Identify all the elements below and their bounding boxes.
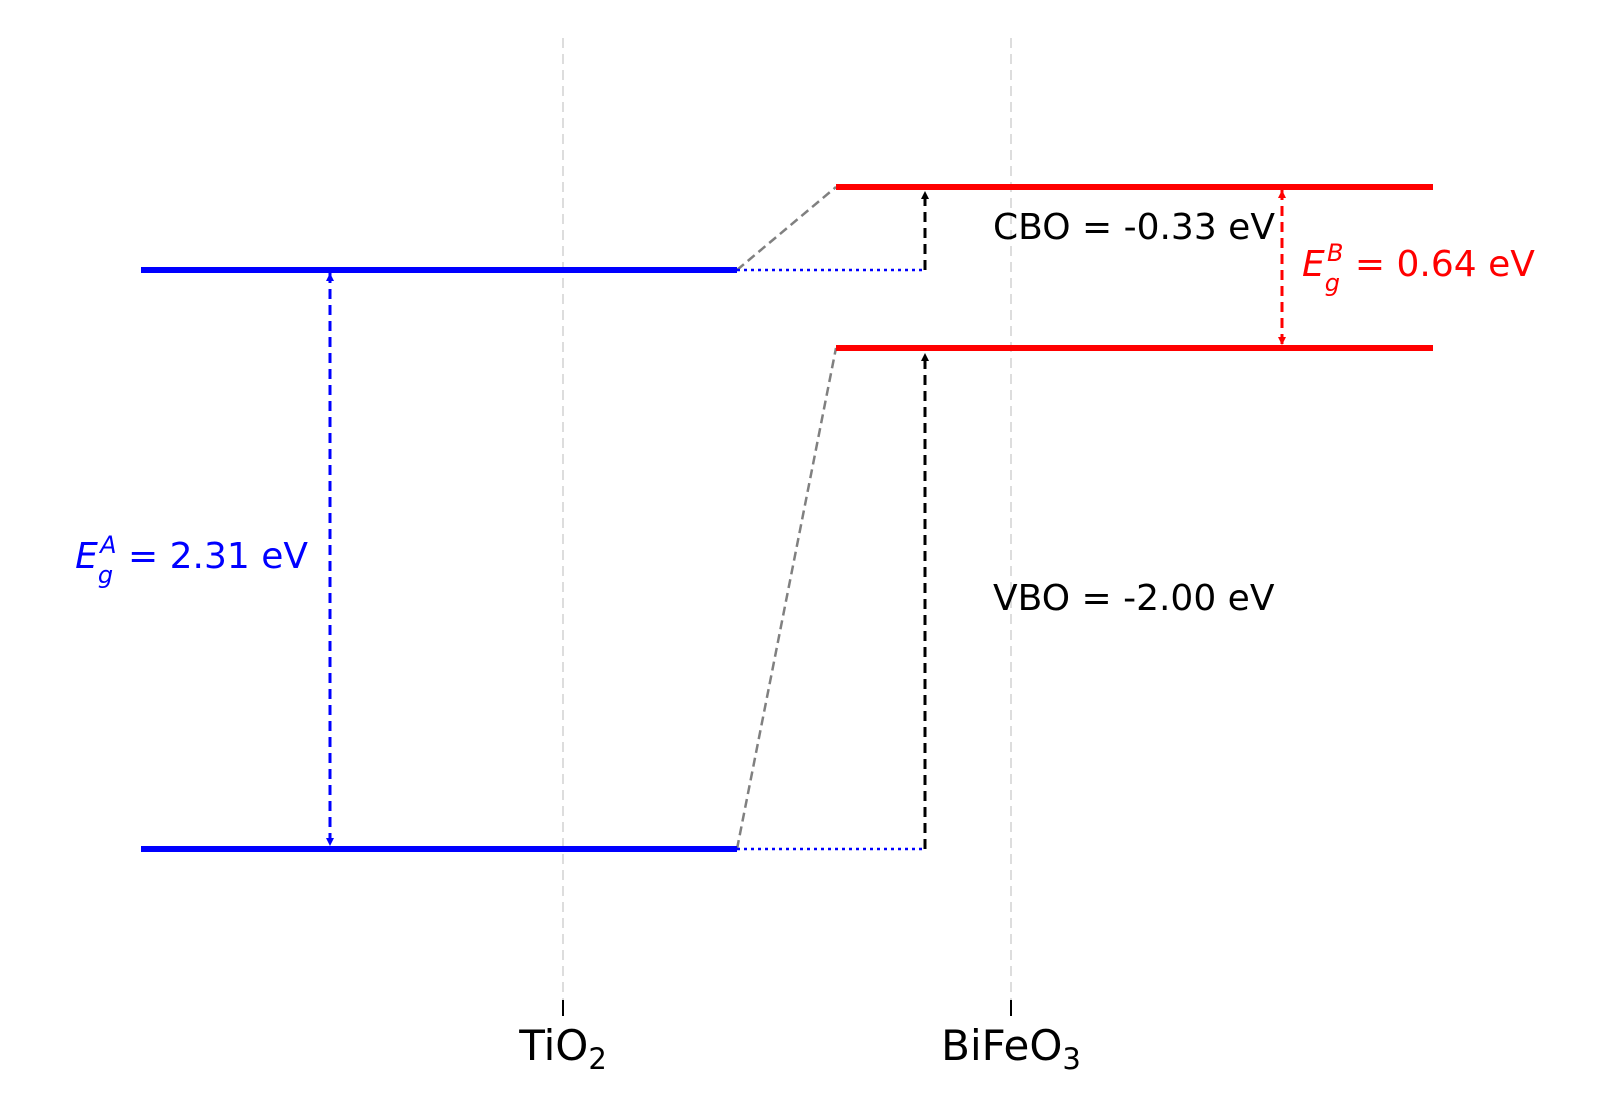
tick-label-tio2: TiO2: [518, 1021, 607, 1076]
band-gap-b-label: EgB = 0.64 eV: [1302, 239, 1535, 297]
cbo-label: CBO = -0.33 eV: [993, 207, 1275, 248]
vb-connector: [735, 347, 838, 850]
vbo-label: VBO = -2.00 eV: [993, 578, 1275, 619]
tick-label-bifeo3: BiFeO3: [941, 1021, 1081, 1076]
band-gap-a-label: EgA = 2.31 eV: [75, 531, 308, 589]
cb-connector: [736, 186, 837, 271]
